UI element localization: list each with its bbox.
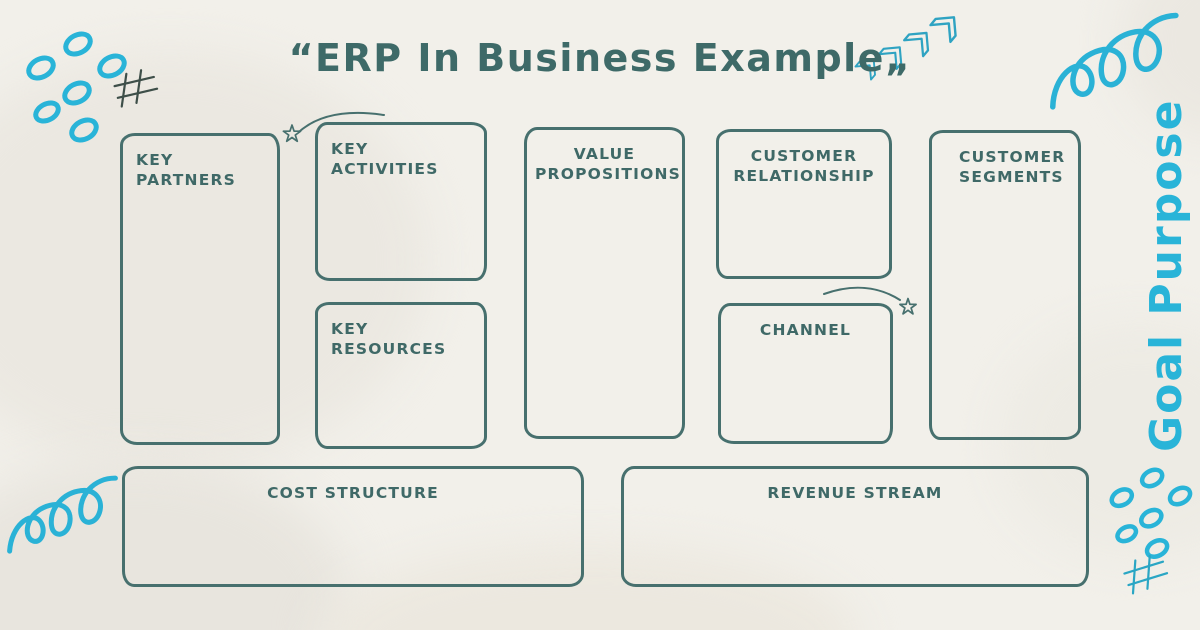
spiral-icon [1050,12,1179,110]
section-key-resources: KEY RESOURCES [315,302,487,449]
side-label-goal-purpose: Goal Purpose [1141,98,1192,452]
section-label: KEY ACTIVITIES [331,140,439,179]
section-label: KEY PARTNERS [136,151,237,190]
chevron-arrows-icon [854,16,957,81]
shooting-star-icon [282,112,385,143]
section-customer-segments: CUSTOMER SEGMENTS [929,130,1081,440]
background-wash [0,50,430,470]
section-label: REVENUE STREAM [767,484,943,502]
section-revenue-stream: REVENUE STREAM [621,466,1089,587]
section-label: KEY RESOURCES [331,320,447,359]
section-key-partners: KEY PARTNERS [120,133,280,445]
section-value-propositions: VALUE PROPOSITIONS [524,127,685,439]
section-customer-relationship: CUSTOMER RELATIONSHIP [716,129,892,279]
section-channel: CHANNEL [718,303,893,444]
section-label: COST STRUCTURE [267,484,439,502]
spiral-icon [7,475,118,554]
section-label: CHANNEL [759,321,852,339]
section-label: CUSTOMER SEGMENTS [959,148,1066,187]
shooting-star-icon [823,286,917,315]
section-cost-structure: COST STRUCTURE [122,466,584,587]
hash-icon [113,69,159,108]
page-title: “ERP In Business Example„ [288,36,912,80]
scatter-circles-icon [1109,467,1193,559]
section-key-activities: KEY ACTIVITIES [315,122,487,281]
section-label: VALUE PROPOSITIONS [535,145,681,184]
section-label: CUSTOMER RELATIONSHIP [733,147,875,186]
hash-icon [1123,554,1169,595]
scatter-circles-icon [26,31,127,143]
